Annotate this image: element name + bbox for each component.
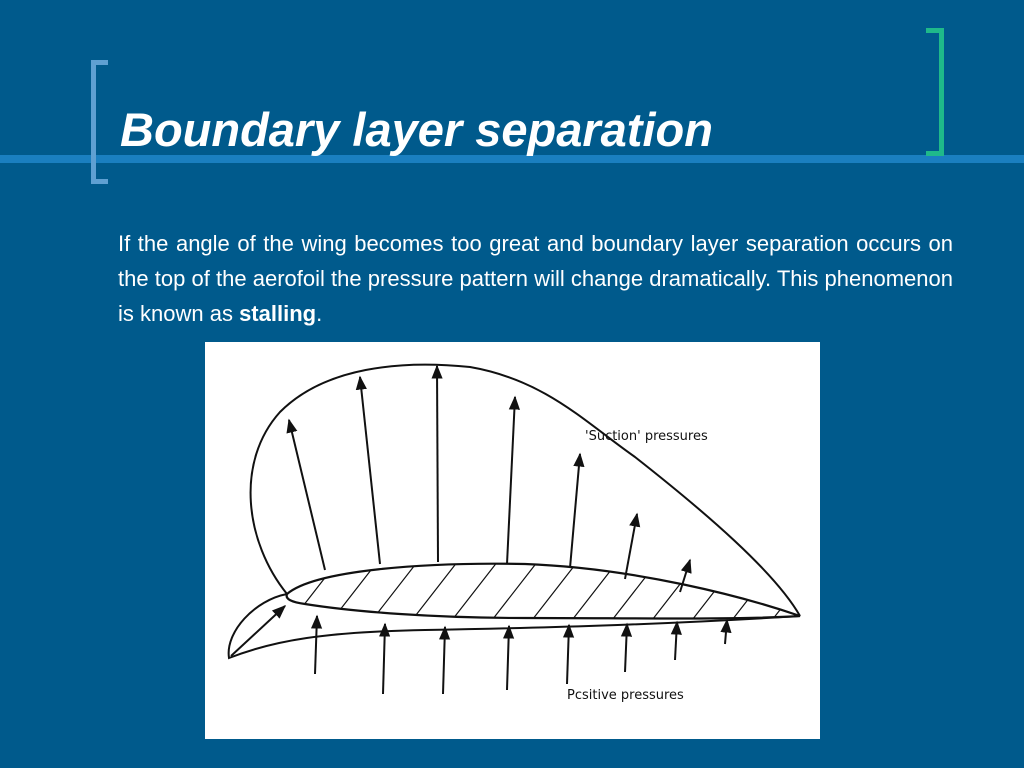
- suction-arrow: [506, 395, 520, 565]
- right-bracket-decoration: [926, 28, 944, 156]
- suction-arrow: [355, 375, 381, 565]
- positive-pressures-label: Pcsitive pressures: [567, 688, 684, 703]
- positive-pressure-arrow: [562, 623, 575, 685]
- aerofoil-outline: [285, 562, 801, 620]
- aerofoil-pressure-diagram: 'Suction' pressures Pcsitive pressures: [205, 342, 820, 739]
- suction-arrow: [569, 452, 585, 569]
- suction-pressure-envelope: [249, 363, 801, 617]
- left-bracket-decoration: [91, 60, 108, 184]
- suction-arrow: [624, 512, 641, 580]
- slide-title: Boundary layer separation: [120, 103, 713, 156]
- body-text-main: If the angle of the wing becomes too gre…: [118, 231, 953, 326]
- suction-pressures-label: 'Suction' pressures: [585, 429, 708, 444]
- positive-pressure-arrow: [439, 625, 451, 695]
- positive-pressure-arrow: [720, 618, 732, 645]
- positive-pressure-envelope: [227, 593, 801, 660]
- suction-arrow: [431, 364, 443, 563]
- positive-pressure-arrow: [379, 622, 391, 695]
- suction-arrow: [286, 418, 326, 571]
- positive-pressure-arrow: [503, 624, 515, 691]
- positive-pressure-arrow: [670, 620, 682, 661]
- positive-pressure-arrow: [230, 605, 287, 657]
- aerofoil-diagram-svg: 'Suction' pressures Pcsitive pressures: [227, 363, 801, 703]
- body-text-end: .: [316, 301, 323, 326]
- positive-pressure-arrows: [230, 605, 732, 695]
- title-underline-bar: [0, 155, 1024, 163]
- suction-arrows: [286, 364, 692, 593]
- positive-pressure-arrow: [620, 622, 633, 673]
- positive-pressure-arrow: [310, 614, 323, 675]
- body-text-emphasis: stalling: [239, 301, 317, 326]
- slide-body-text: If the angle of the wing becomes too gre…: [118, 226, 953, 331]
- suction-arrow: [679, 558, 692, 593]
